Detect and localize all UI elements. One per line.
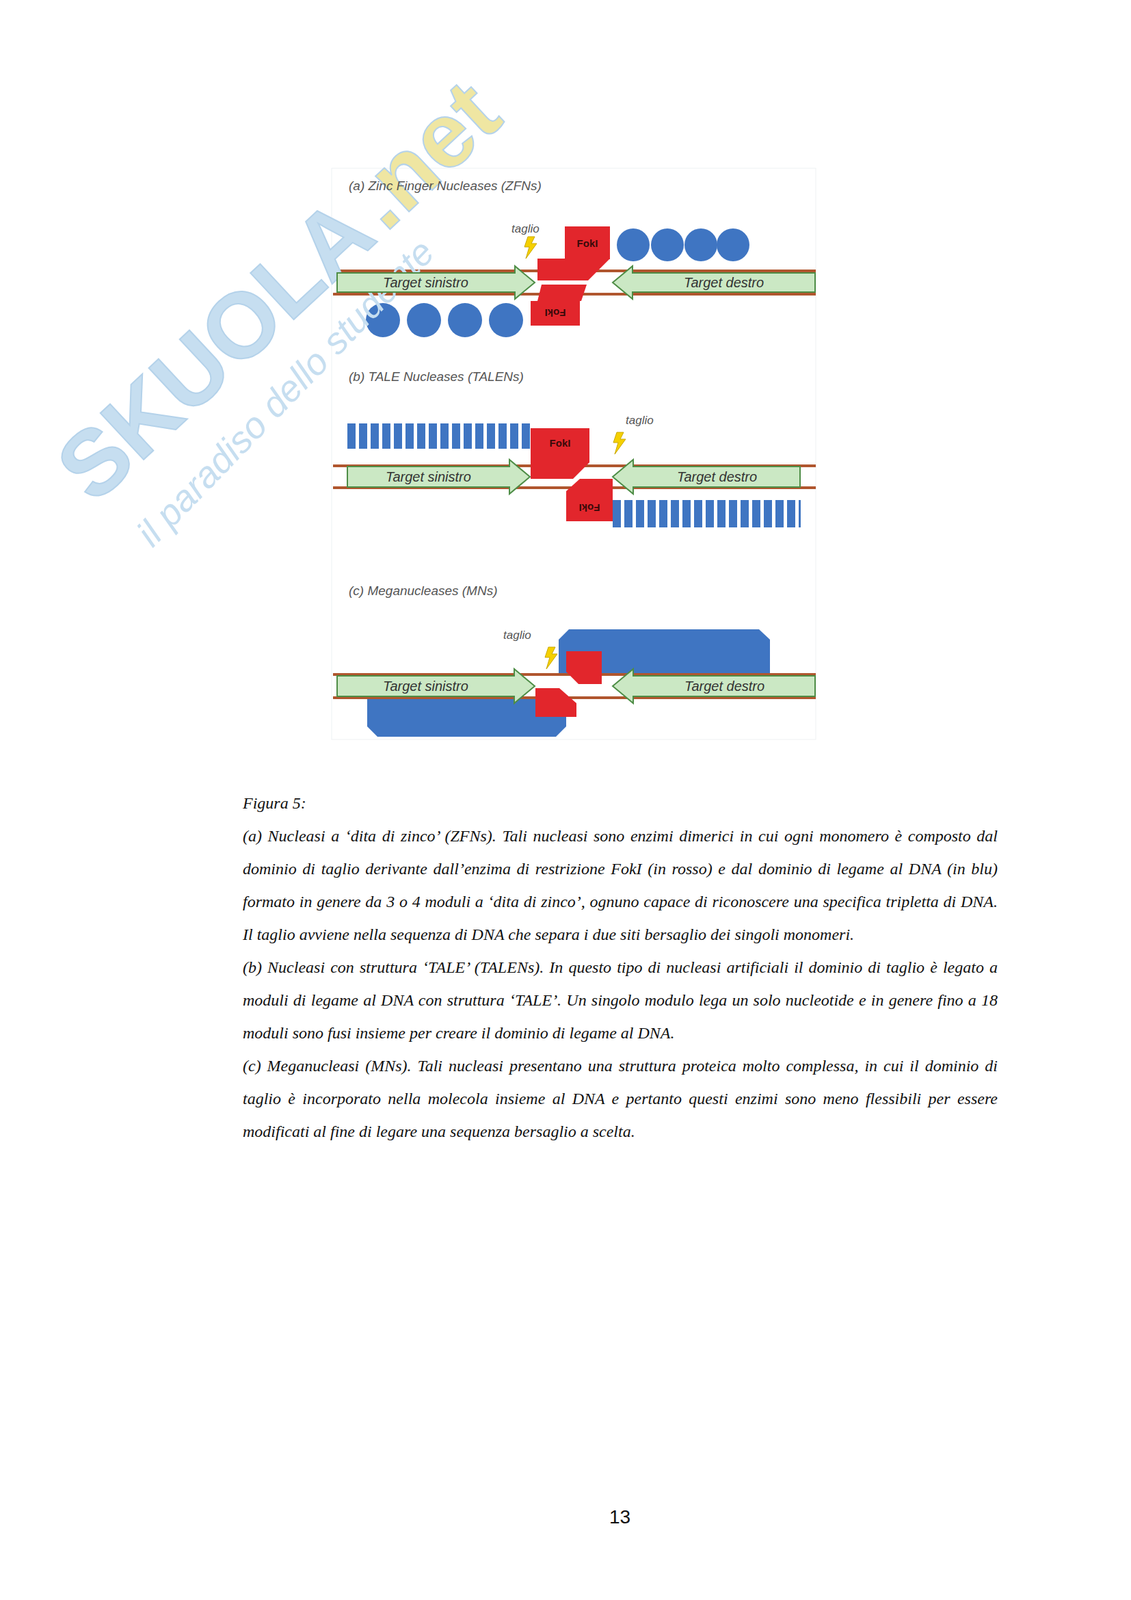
caption-paragraph: (c) Meganucleasi (MNs). Tali nucleasi pr… — [242, 1048, 998, 1148]
arrow-shape — [612, 459, 801, 494]
target-arrow: Target sinistro — [346, 458, 531, 495]
target-arrow: Target destro — [611, 458, 801, 495]
domain-label: FokI — [544, 307, 567, 320]
domain-label: FokI — [579, 502, 601, 515]
target-arrow: Target destro — [611, 265, 816, 300]
arrow-shape — [612, 265, 816, 299]
target-label: Target destro — [683, 265, 764, 300]
cut-label: taglio — [503, 629, 532, 641]
foki-domain: FokI — [530, 428, 590, 457]
target-arrow: Target sinistro — [336, 668, 536, 704]
panel-title: (b) TALE Nucleases (TALENs) — [348, 369, 524, 383]
target-label: Target sinistro — [382, 265, 469, 300]
caption-block: Figura 5:(a) Nucleasi a ‘dita di zinco’ … — [242, 786, 998, 1148]
target-label: Target sinistro — [385, 458, 472, 495]
arrow-shape — [337, 668, 535, 703]
caption-paragraph: (b) Nucleasi con struttura ‘TALE’ (TALEN… — [242, 950, 998, 1049]
panel-title: (c) Meganucleases (MNs) — [348, 583, 498, 597]
arrow-shape — [337, 265, 535, 299]
cut-label: taglio — [625, 414, 654, 427]
meganuclease-panel — [333, 629, 816, 737]
caption-paragraph: (a) Nucleasi a ‘dita di zinco’ (ZFNs). T… — [242, 819, 998, 951]
domain-label: FokI — [549, 436, 571, 449]
target-arrow: Target destro — [611, 668, 816, 704]
arrow-shape — [347, 459, 530, 494]
panel-title: (a) Zinc Finger Nucleases (ZFNs) — [348, 179, 542, 193]
foki-domain: FokI — [530, 300, 580, 326]
foki-domain: FokI — [564, 226, 610, 260]
target-label: Target sinistro — [382, 668, 469, 704]
figure-caption: Figura 5: — [242, 786, 998, 820]
arrow-shape — [612, 668, 816, 703]
target-arrow: Target sinistro — [336, 265, 536, 300]
target-label: Target destro — [684, 668, 765, 704]
domain-label: FokI — [577, 237, 599, 249]
foki-domain: FokI — [566, 495, 613, 522]
target-label: Target destro — [676, 458, 757, 495]
cut-label: taglio — [511, 222, 540, 235]
talen-panel — [333, 423, 816, 528]
page-number: 13 — [609, 1507, 631, 1527]
